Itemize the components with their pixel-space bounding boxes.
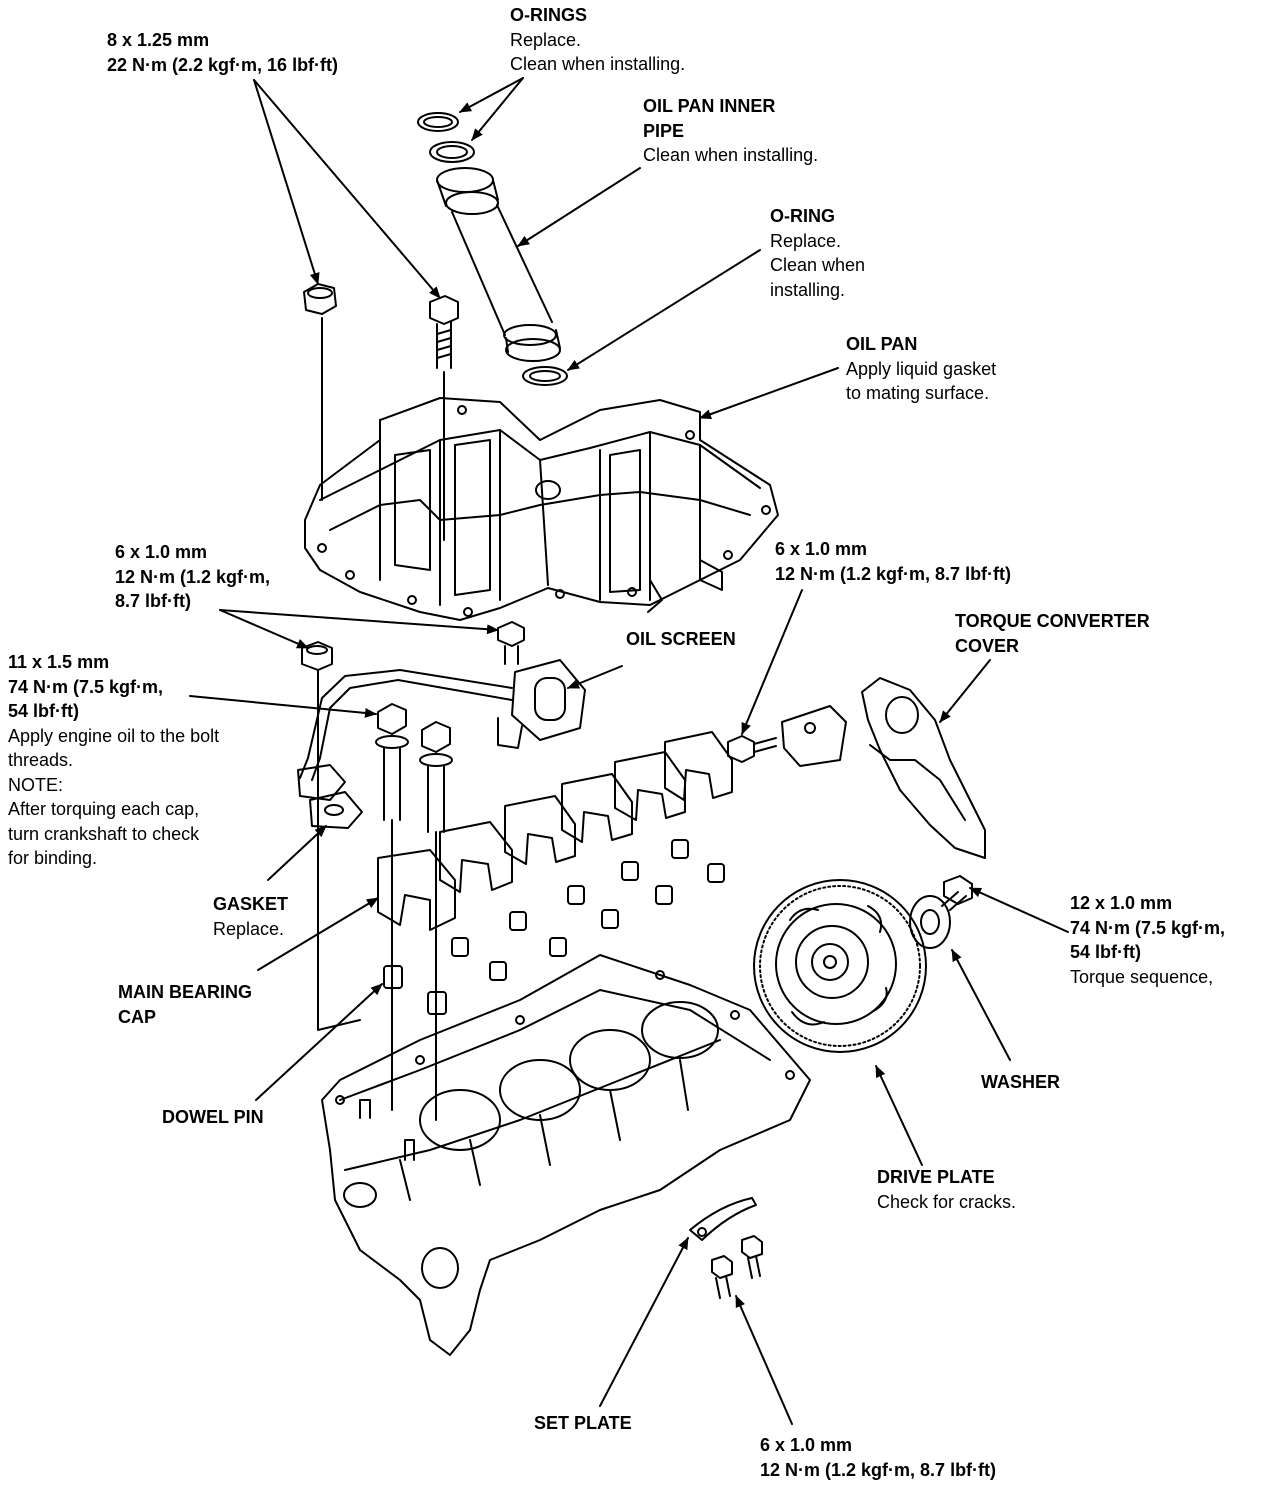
label-torque-converter-cover: TORQUE CONVERTER COVER	[955, 609, 1150, 658]
label-drive-plate-note: Check for cracks.	[877, 1191, 1017, 1212]
leader-arrows	[190, 78, 1068, 1424]
drive-plate	[754, 880, 926, 1052]
torque-converter-cover	[862, 678, 985, 858]
oil-screen	[298, 660, 585, 800]
label-oil-screen: OIL SCREEN	[626, 627, 736, 652]
label-bolt-12x10: 12 x 1.0 mm 74 N·m (7.5 kgf·m, 54 lbf·ft…	[1070, 891, 1225, 989]
label-set-plate: SET PLATE	[534, 1411, 632, 1436]
label-main-bearing-cap: MAIN BEARING CAP	[118, 980, 252, 1029]
cover-bracket	[782, 706, 846, 766]
nut-pickup	[302, 642, 332, 670]
label-tc-cover-title: TORQUE CONVERTER COVER	[955, 611, 1150, 656]
label-o-rings-note: Replace. Clean when installing.	[510, 29, 686, 75]
label-bolt-6x10-b-title: 6 x 1.0 mm 12 N·m (1.2 kgf·m, 8.7 lbf·ft…	[775, 539, 1012, 584]
label-set-plate-title: SET PLATE	[534, 1413, 632, 1433]
label-bolt-6x10-c-title: 6 x 1.0 mm 12 N·m (1.2 kgf·m, 8.7 lbf·ft…	[760, 1435, 997, 1480]
label-bolt-6x10-c: 6 x 1.0 mm 12 N·m (1.2 kgf·m, 8.7 lbf·ft…	[760, 1433, 996, 1482]
label-oil-pan-inner-pipe: OIL PAN INNER PIPE Clean when installing…	[643, 94, 818, 168]
label-dowel-pin: DOWEL PIN	[162, 1105, 264, 1130]
label-dowel-pin-title: DOWEL PIN	[162, 1107, 264, 1127]
label-bolt-8x125-title: 8 x 1.25 mm 22 N·m (2.2 kgf·m, 16 lbf·ft…	[107, 30, 339, 75]
label-oil-pan: OIL PAN Apply liquid gasket to mating su…	[846, 332, 996, 406]
label-bolt-11x15: 11 x 1.5 mm 74 N·m (7.5 kgf·m, 54 lbf·ft…	[8, 650, 219, 871]
o-ring-pipe	[523, 367, 567, 385]
label-oil-pan-title: OIL PAN	[846, 334, 918, 354]
label-inner-pipe-title: OIL PAN INNER PIPE	[643, 96, 776, 141]
label-o-ring-note: Replace. Clean when installing.	[770, 230, 866, 300]
oil-pan	[305, 398, 778, 620]
label-o-ring: O-RING Replace. Clean when installing.	[770, 204, 865, 302]
label-bolt-6x10-b: 6 x 1.0 mm 12 N·m (1.2 kgf·m, 8.7 lbf·ft…	[775, 537, 1011, 586]
dowel-pins	[384, 840, 724, 1014]
gasket-pickup	[310, 792, 362, 828]
cover-bolt	[728, 736, 776, 762]
label-bolt-12x10-title: 12 x 1.0 mm 74 N·m (7.5 kgf·m, 54 lbf·ft…	[1070, 893, 1226, 962]
label-o-rings-title: O-RINGS	[510, 5, 588, 25]
label-bolt-8x125: 8 x 1.25 mm 22 N·m (2.2 kgf·m, 16 lbf·ft…	[107, 28, 338, 77]
label-oil-pan-note: Apply liquid gasket to mating surface.	[846, 358, 997, 404]
label-washer: WASHER	[981, 1070, 1060, 1095]
alignment-lines-upper	[322, 318, 444, 540]
label-bolt-12x10-note: Torque sequence,	[1070, 966, 1214, 987]
drive-plate-bolt	[942, 876, 972, 910]
label-bolt-11x15-note: Apply engine oil to the bolt threads. NO…	[8, 725, 220, 869]
bolt-oil-screen	[498, 622, 524, 664]
label-main-cap-title: MAIN BEARING CAP	[118, 982, 252, 1027]
flange-nut-top	[304, 284, 336, 314]
o-ring-upper	[418, 113, 458, 131]
label-bolt-6x10-a-title: 6 x 1.0 mm 12 N·m (1.2 kgf·m, 8.7 lbf·ft…	[115, 542, 271, 611]
set-plate	[690, 1198, 756, 1240]
label-gasket-title: GASKET	[213, 894, 289, 914]
label-drive-plate-title: DRIVE PLATE	[877, 1167, 995, 1187]
label-drive-plate: DRIVE PLATE Check for cracks.	[877, 1165, 1016, 1214]
label-gasket: GASKET Replace.	[213, 892, 288, 941]
label-inner-pipe-note: Clean when installing.	[643, 145, 819, 165]
drive-plate-washer	[910, 896, 950, 948]
o-ring-lower	[430, 142, 474, 162]
label-bolt-11x15-title: 11 x 1.5 mm 74 N·m (7.5 kgf·m, 54 lbf·ft…	[8, 652, 164, 721]
main-bolt-left	[376, 704, 408, 820]
oil-pan-inner-pipe	[437, 168, 560, 361]
main-bearing-caps	[378, 732, 732, 930]
label-bolt-6x10-a: 6 x 1.0 mm 12 N·m (1.2 kgf·m, 8.7 lbf·ft…	[115, 540, 270, 614]
label-washer-title: WASHER	[981, 1072, 1061, 1092]
label-o-rings: O-RINGS Replace. Clean when installing.	[510, 3, 685, 77]
set-plate-bolts	[712, 1236, 762, 1298]
engine-block	[322, 955, 810, 1355]
label-oil-screen-title: OIL SCREEN	[626, 629, 736, 649]
flange-bolt-top	[430, 296, 458, 368]
label-gasket-note: Replace.	[213, 918, 285, 939]
label-o-ring-title: O-RING	[770, 206, 835, 226]
main-bolt-right	[420, 722, 452, 832]
